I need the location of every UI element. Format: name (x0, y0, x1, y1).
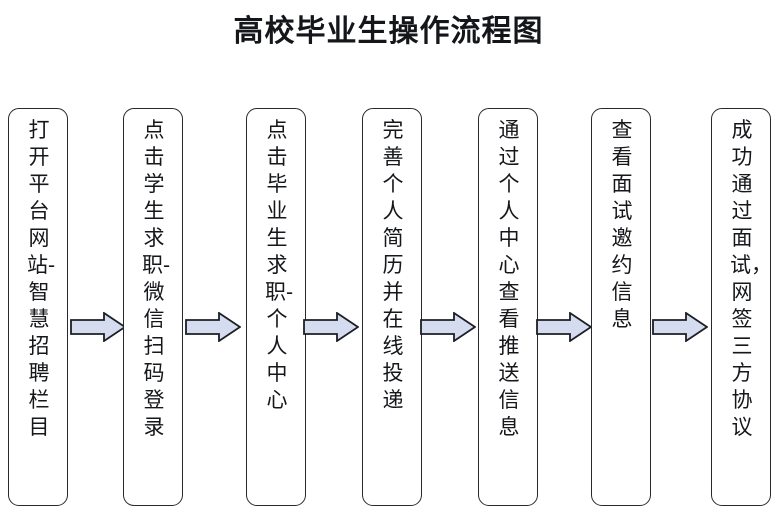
flow-arrow-2 (185, 312, 241, 342)
page-title: 高校毕业生操作流程图 (233, 14, 544, 49)
flow-node-label: 点击学生求职-微信扫码登录 (142, 118, 171, 439)
flow-arrow-6 (652, 312, 708, 342)
right-arrow-icon (420, 312, 476, 342)
process-flow: 打开平台网站-智慧招聘栏目 点击学生求职-微信扫码登录 点击毕业生求职-个人 (0, 108, 777, 508)
flow-node-label: 点击毕业生求职-个人中心 (265, 118, 294, 412)
right-arrow-icon (70, 312, 126, 342)
flow-node-step-2[interactable]: 点击学生求职-微信扫码登录 (123, 108, 183, 506)
right-arrow-icon (536, 312, 592, 342)
flow-arrow-1 (70, 312, 126, 342)
flow-node-label: 打开平台网站-智慧招聘栏目 (27, 118, 56, 439)
flow-node-step-1[interactable]: 打开平台网站-智慧招聘栏目 (8, 108, 68, 506)
flow-node-step-5[interactable]: 通过个人中心查看推送信息 (478, 108, 538, 506)
flow-arrow-3 (303, 312, 359, 342)
flow-node-label: 通过个人中心查看推送信息 (498, 118, 520, 439)
right-arrow-icon (185, 312, 241, 342)
right-arrow-icon (303, 312, 359, 342)
flow-node-label: 查看面试邀约信息 (611, 118, 633, 331)
flow-node-step-6[interactable]: 查看面试邀约信息 (591, 108, 651, 506)
flow-arrow-4 (420, 312, 476, 342)
flow-arrow-5 (536, 312, 592, 342)
flow-node-step-3[interactable]: 点击毕业生求职-个人中心 (246, 108, 306, 506)
right-arrow-icon (652, 312, 708, 342)
flow-node-label: 成功通过面试，网签三方协议 (730, 118, 772, 439)
flow-node-step-4[interactable]: 完善个人简历并在线投递 (362, 108, 422, 506)
flow-node-step-7[interactable]: 成功通过面试，网签三方协议 (711, 108, 772, 506)
flow-node-label: 完善个人简历并在线投递 (382, 118, 404, 412)
